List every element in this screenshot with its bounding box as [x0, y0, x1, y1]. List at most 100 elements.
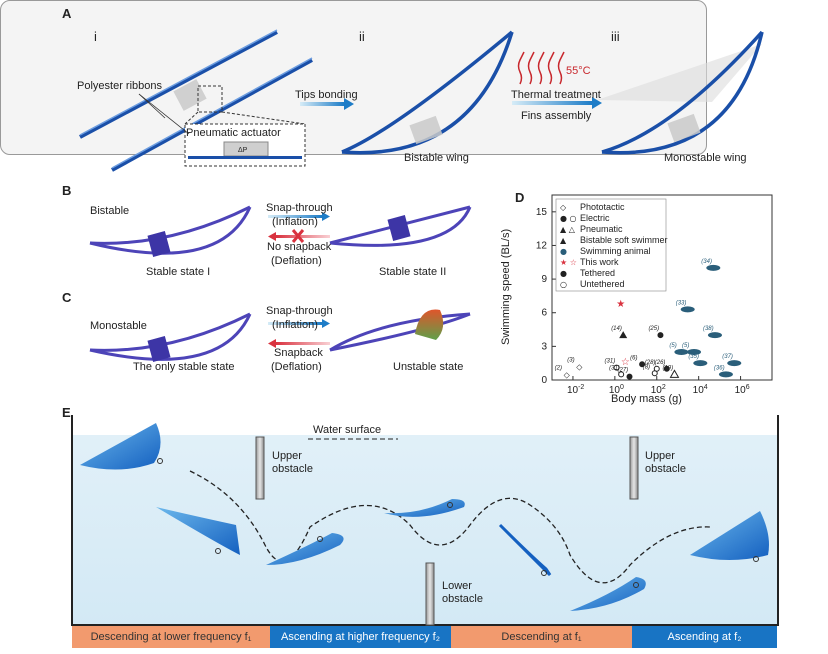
c-snap-through: Snap-through	[266, 305, 333, 317]
bar-descending-lower-frequency: Descending at lower frequency f₁	[72, 626, 270, 648]
point-ref-label: (5)	[669, 343, 676, 349]
label-upper-obstacle-left: Upper obstacle	[272, 450, 313, 475]
y-tick-label: 9	[541, 274, 547, 285]
c-deflation: (Deflation)	[271, 361, 322, 373]
b-stable-state-1: Stable state I	[146, 266, 211, 278]
point-ref-label: (34)	[701, 259, 712, 265]
label-bistable-wing: Bistable wing	[404, 152, 469, 164]
arrow-no-snapback	[276, 235, 330, 238]
c-only-stable-state: The only stable state	[133, 361, 235, 373]
wing-only-stable-state	[89, 312, 252, 362]
legend-marker: ◇	[560, 203, 567, 212]
robot-2	[156, 507, 240, 555]
data-point	[663, 365, 670, 372]
swim-trajectory	[189, 470, 711, 584]
label-fins-assembly: Fins assembly	[521, 110, 592, 122]
label-polyester-ribbons: Polyester ribbons	[77, 80, 162, 92]
arrow-snapback	[276, 342, 330, 345]
panel-e-tank	[71, 415, 779, 626]
label-water-surface: Water surface	[313, 424, 382, 436]
point-ref-label: (25)	[648, 326, 659, 332]
robot-1	[80, 423, 163, 470]
y-tick-label: 3	[541, 341, 547, 352]
c-inflation: (Inflation)	[272, 319, 318, 331]
legend-entry: Phototactic	[580, 202, 625, 212]
bistable-wing	[341, 30, 514, 155]
phototactic-point: ◇	[576, 363, 583, 372]
point-ref-label: (37)	[722, 354, 733, 360]
monostable-wing	[597, 30, 764, 155]
robot-6	[570, 577, 646, 611]
legend-entry: Untethered	[580, 279, 625, 289]
legend-marker: ▲	[560, 236, 567, 245]
label-thermal-treatment: Thermal treatment	[511, 89, 601, 101]
data-point	[639, 361, 646, 368]
data-point	[618, 371, 625, 378]
label-lower-obstacle: Lower obstacle	[442, 580, 483, 605]
data-point	[657, 332, 664, 339]
point-ref-label: (14)	[611, 326, 622, 332]
b-deflation: (Deflation)	[271, 255, 322, 267]
label-monostable-wing: Monostable wing	[664, 152, 747, 164]
bar-ascending-f2: Ascending at f₂	[632, 626, 777, 648]
robot-7	[690, 511, 769, 562]
animal-point	[693, 360, 708, 367]
arrow-snap-through	[268, 215, 322, 218]
y-tick-label: 0	[541, 375, 547, 386]
legend-marker: ★ ☆	[560, 258, 577, 267]
this-work-point: ☆	[621, 357, 630, 368]
panel-letter-d: D	[515, 190, 525, 205]
point-ref-label: (6)	[630, 355, 637, 361]
legend-marker: ▲ △	[560, 225, 576, 234]
animal-point	[707, 332, 722, 339]
legend-entry: Bistable soft swimmer	[580, 235, 668, 245]
y-tick-label: 15	[536, 207, 548, 218]
bar-descending-f1: Descending at f₁	[451, 626, 632, 648]
point-ref-label: (2)	[555, 365, 562, 371]
legend-marker: ●	[560, 247, 567, 256]
chart-legend-box	[555, 198, 667, 292]
robot-5	[498, 523, 552, 577]
b-inflation: (Inflation)	[272, 216, 318, 228]
step-iii: iii	[611, 29, 620, 44]
step-i: i	[94, 29, 97, 44]
b-no-snapback: No snapback	[267, 241, 332, 253]
point-ref-label: (8)	[643, 364, 650, 370]
animal-point	[687, 348, 702, 355]
animal-point	[680, 306, 695, 313]
animal-point	[727, 360, 742, 367]
wing-unstable-state	[329, 309, 471, 352]
legend-marker: ● ○	[560, 214, 577, 223]
animal-point	[718, 371, 733, 378]
panel-c-illustration	[89, 309, 471, 362]
arrow-snap-through-c	[268, 322, 322, 325]
point-ref-label: (5)	[682, 343, 689, 349]
panel-letter-e: E	[62, 405, 71, 420]
point-ref-label: (28)	[645, 360, 656, 366]
inflated-actuator	[415, 309, 444, 340]
x-tick-label: 10-2	[567, 384, 584, 396]
x-tick-label: 104	[693, 384, 708, 396]
label-tips-bonding: Tips bonding	[295, 89, 358, 101]
tank-walls	[71, 415, 779, 626]
arrow-thermal	[512, 101, 592, 105]
ribbon-upper	[79, 29, 278, 139]
data-point	[653, 365, 660, 372]
legend-marker: ●	[560, 269, 567, 278]
pneumatic-point	[669, 369, 680, 378]
bistable-point	[619, 331, 628, 339]
chart-plot-frame	[551, 194, 773, 381]
c-unstable-state: Unstable state	[393, 361, 464, 373]
chart-xlabel: Body mass (g)	[611, 393, 682, 405]
upper-obstacle-right	[629, 436, 639, 500]
legend-entry: Electric	[580, 213, 610, 223]
point-ref-label: (27)	[618, 368, 629, 374]
y-tick-label: 6	[541, 308, 547, 319]
panel-c-title: Monostable	[90, 320, 147, 332]
actuator-block	[173, 79, 207, 111]
x-tick-label: 102	[651, 384, 666, 396]
animal-point	[706, 264, 721, 271]
lower-obstacle	[425, 562, 435, 626]
b-stable-state-2: Stable state II	[379, 266, 447, 278]
